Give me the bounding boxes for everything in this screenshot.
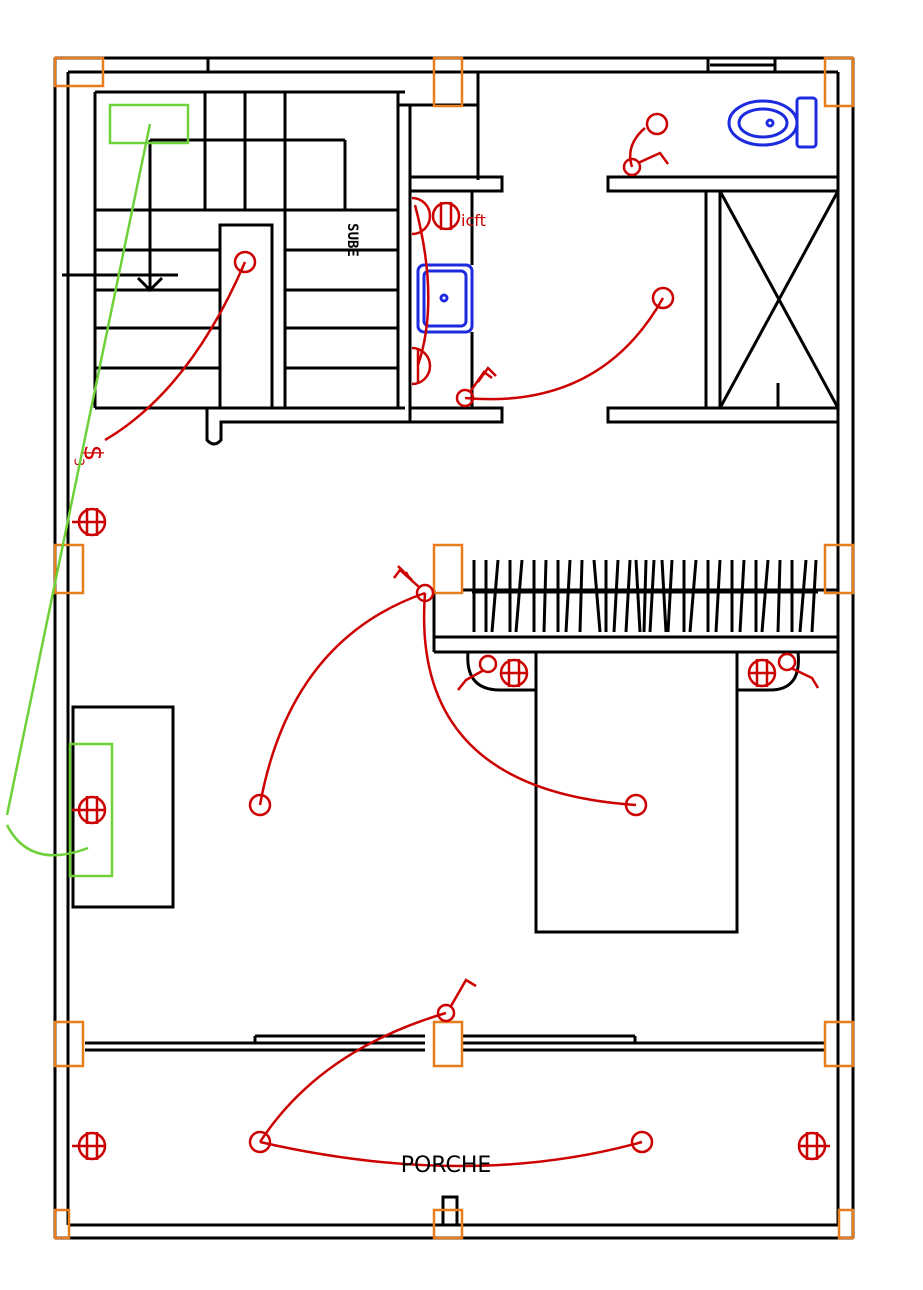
outlet-icon	[72, 507, 107, 537]
column	[837, 1208, 855, 1240]
stair-label: SUBE	[344, 223, 360, 257]
column	[53, 56, 105, 88]
three-way-switch-icon: $ 3	[71, 445, 108, 466]
switch-icon	[777, 652, 797, 672]
ceiling-light-icon	[645, 112, 669, 136]
toilet-icon	[727, 96, 818, 149]
green-annotation	[5, 103, 190, 878]
gfci-label: icft	[461, 211, 486, 230]
column	[823, 56, 855, 108]
receptacles	[72, 196, 830, 1161]
column	[432, 543, 464, 595]
ceiling-light-icon	[624, 793, 648, 817]
sink-icon	[416, 263, 474, 334]
switch-subscript: 3	[71, 458, 86, 466]
outlet-icon	[499, 658, 529, 688]
room-label-porche: PORCHE	[401, 1153, 492, 1178]
column	[823, 1020, 855, 1068]
column	[53, 1020, 85, 1068]
outlet-icon	[797, 1131, 830, 1161]
column	[432, 1208, 464, 1240]
column	[823, 543, 855, 595]
column	[432, 1020, 464, 1068]
walls	[53, 56, 855, 1240]
column	[53, 1208, 71, 1240]
ceiling-light-icon	[630, 1130, 654, 1154]
switch-icon	[415, 583, 435, 603]
switches	[393, 151, 820, 1023]
switch-icon	[455, 388, 475, 408]
gfci-outlet-icon	[431, 201, 461, 231]
light-fixtures	[233, 112, 675, 1154]
switch-icon	[622, 157, 642, 177]
switch-icon	[478, 654, 498, 674]
electrical-wiring	[104, 127, 665, 1168]
column	[432, 56, 464, 108]
outlet-icon	[747, 658, 777, 688]
switch-icon	[436, 1003, 456, 1023]
outlet-icon	[72, 1131, 107, 1161]
outlet-icon	[72, 795, 107, 825]
ceiling-light-icon	[248, 793, 272, 817]
column	[53, 543, 85, 595]
ceiling-light-icon	[248, 1130, 272, 1154]
closet-hangers	[472, 559, 818, 633]
switch-symbol: $	[78, 445, 108, 462]
ceiling-light-icon	[651, 286, 675, 310]
ceiling-light-icon	[233, 250, 257, 274]
structural-columns	[53, 56, 855, 1240]
